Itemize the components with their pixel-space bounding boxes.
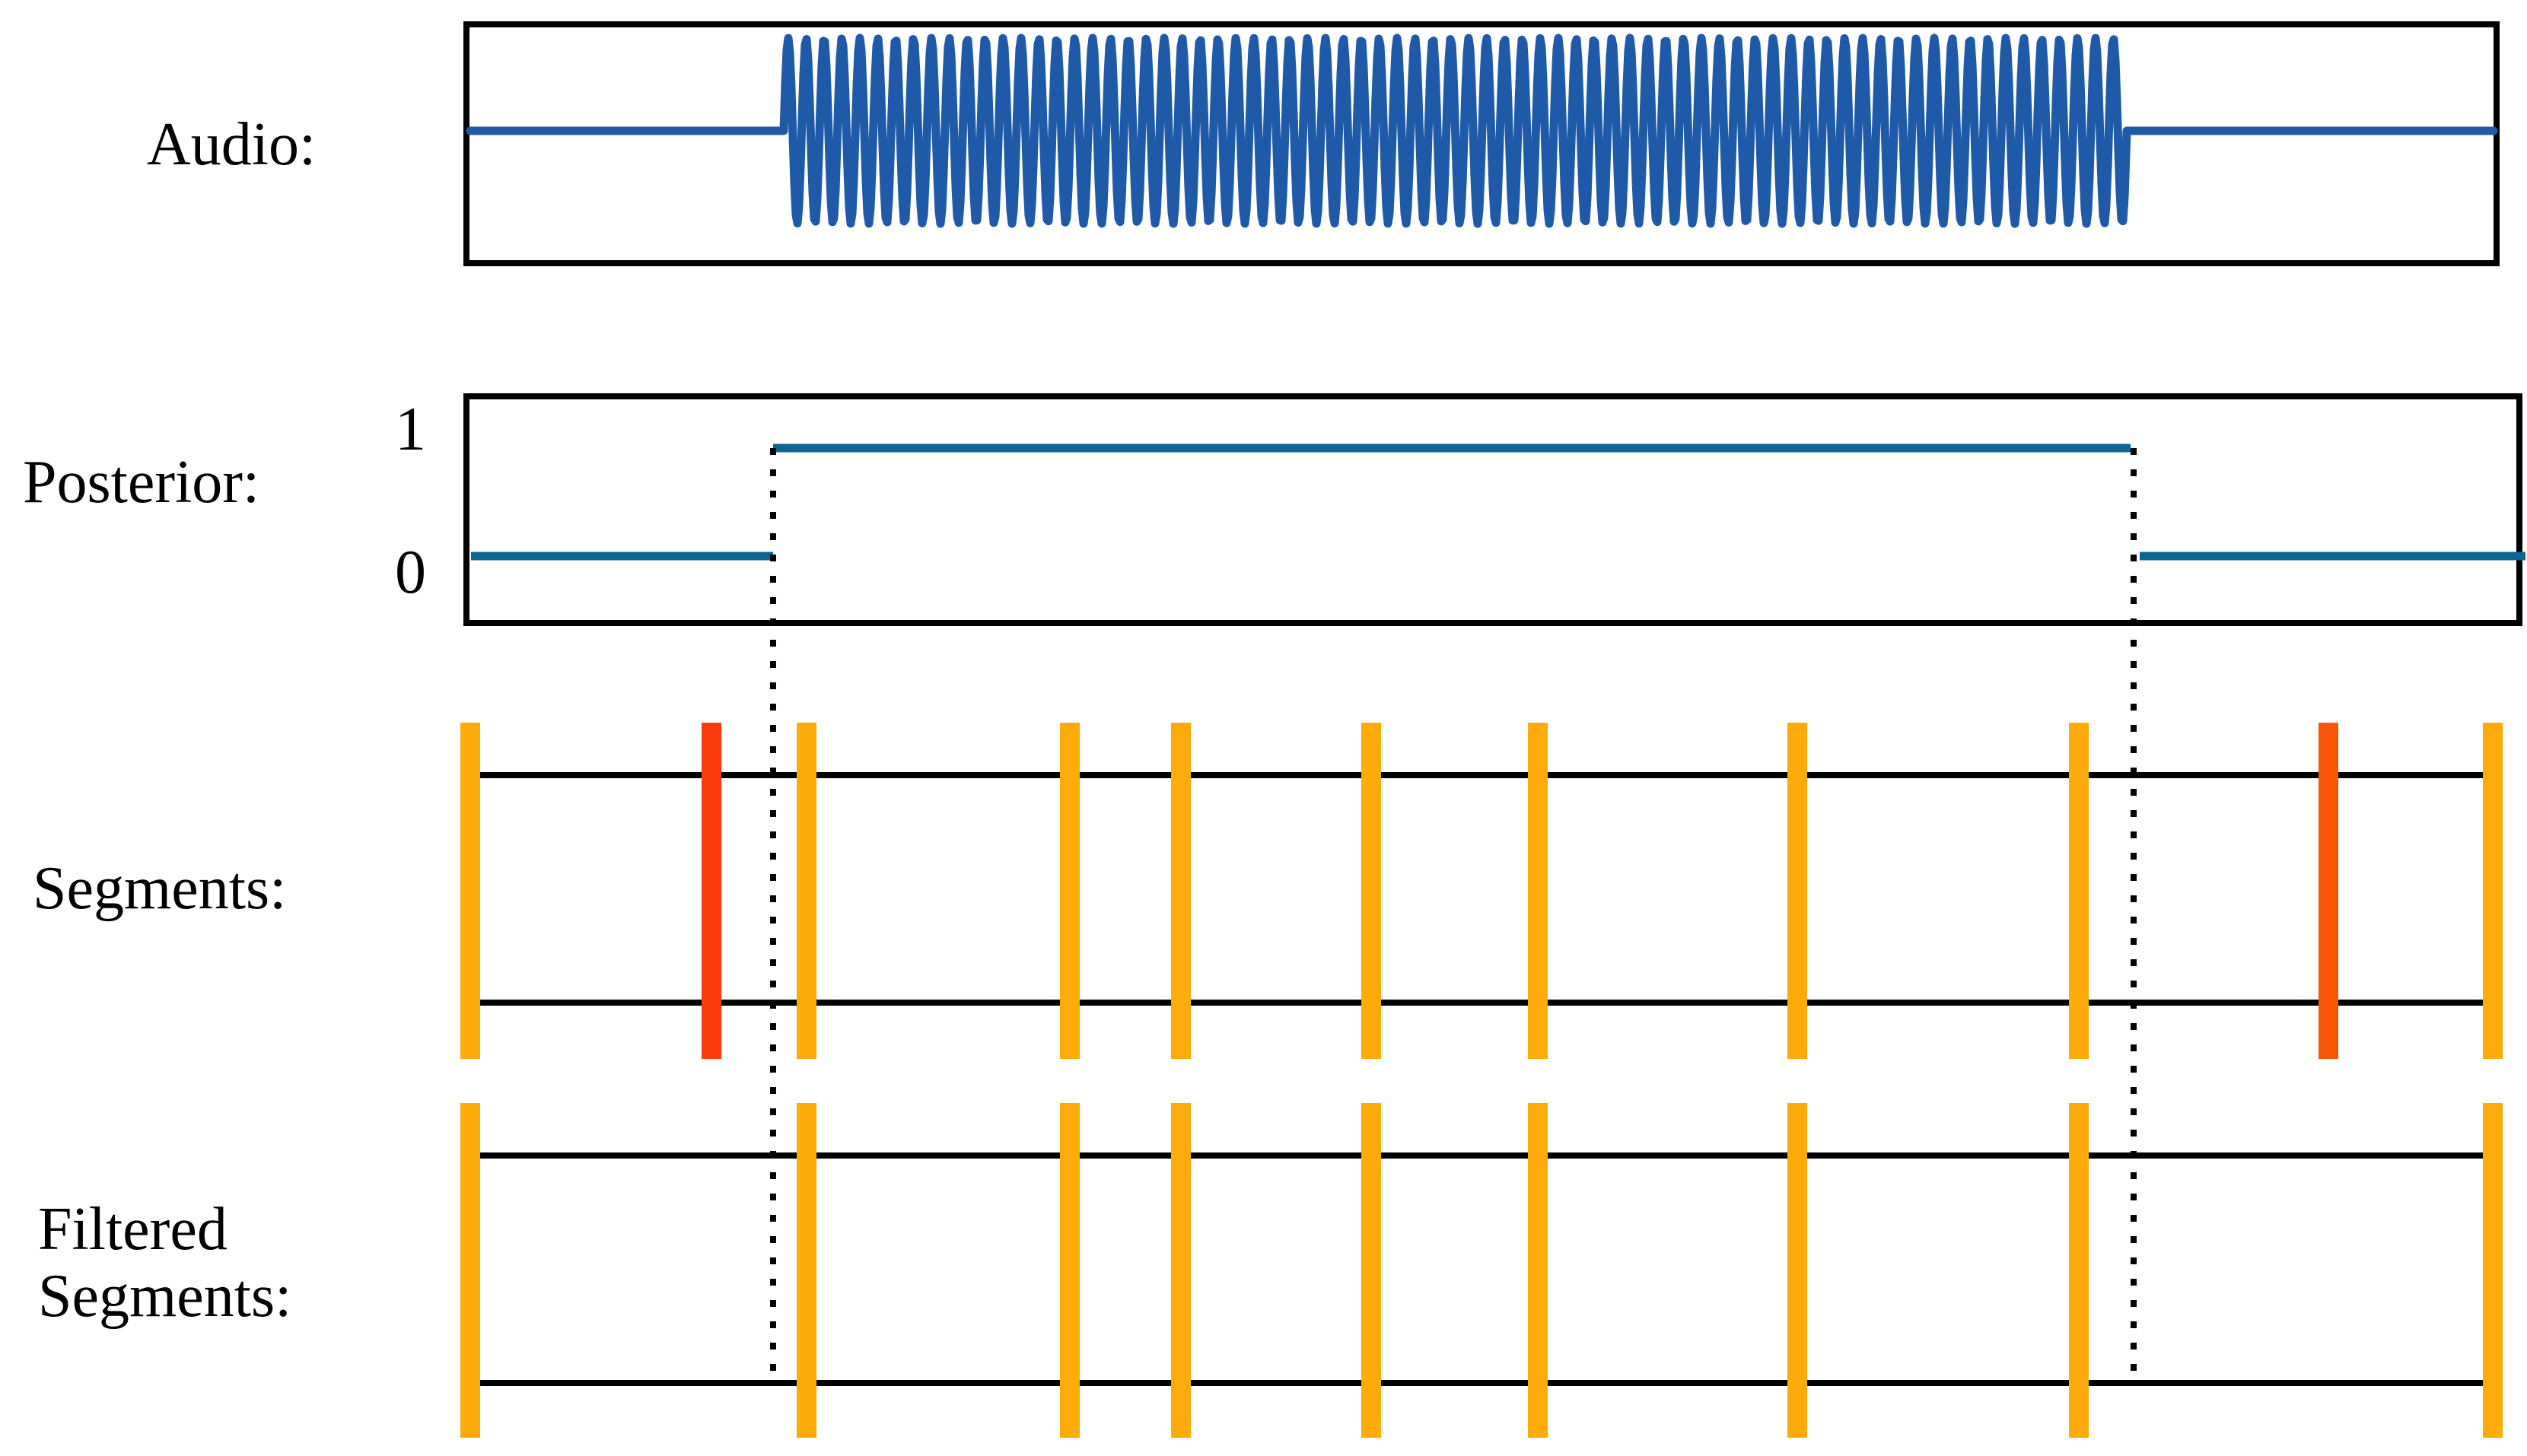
posterior-ytick-1: 1	[395, 394, 426, 463]
filtered_segments-baseline-1	[468, 1152, 2483, 1159]
segments-bar-removed	[702, 723, 721, 1059]
audio-plot-box	[463, 21, 2500, 266]
filtered_segments-bar	[1361, 1103, 1381, 1438]
filtered_segments-bar	[1171, 1103, 1191, 1438]
posterior-plot-box	[463, 393, 2522, 626]
segments-row-label: Segments:	[33, 855, 287, 922]
segments-baseline-2	[468, 1000, 2483, 1006]
filtered_segments-bar	[2483, 1103, 2503, 1438]
offset-dotted-line	[2131, 448, 2137, 1386]
audio-waveform	[466, 33, 2498, 228]
segments-bar	[1171, 723, 1191, 1059]
filtered_segments-bar	[1060, 1103, 1080, 1438]
segments-bar	[1361, 723, 1381, 1059]
filtered-segments-row-label-line2: Segments:	[38, 1263, 292, 1330]
segments-baseline-1	[468, 772, 2483, 778]
segments-bar	[1528, 723, 1548, 1059]
filtered_segments-bar	[2069, 1103, 2089, 1438]
onset-dotted-line	[770, 448, 776, 1386]
filtered-segments-row-label: Filtered Segments:	[38, 1196, 291, 1330]
audio-row-label: Audio:	[147, 111, 317, 178]
posterior-ytick-0: 0	[395, 537, 426, 606]
filtered_segments-baseline-2	[468, 1380, 2483, 1386]
segments-bar-removed	[2319, 723, 2338, 1059]
filtered-segments-row-label-line1: Filtered	[38, 1196, 228, 1263]
posterior-row-label: Posterior:	[23, 449, 260, 516]
segments-bar	[460, 723, 480, 1059]
segments-bar	[797, 723, 816, 1059]
filtered_segments-bar	[1787, 1103, 1807, 1438]
segments-bar	[1060, 723, 1080, 1059]
segments-bar	[2483, 723, 2503, 1059]
segments-bar	[2069, 723, 2089, 1059]
segments-bar	[1787, 723, 1807, 1059]
filtered_segments-bar	[1528, 1103, 1548, 1438]
filtered_segments-bar	[797, 1103, 816, 1438]
filtered_segments-bar	[460, 1103, 480, 1438]
